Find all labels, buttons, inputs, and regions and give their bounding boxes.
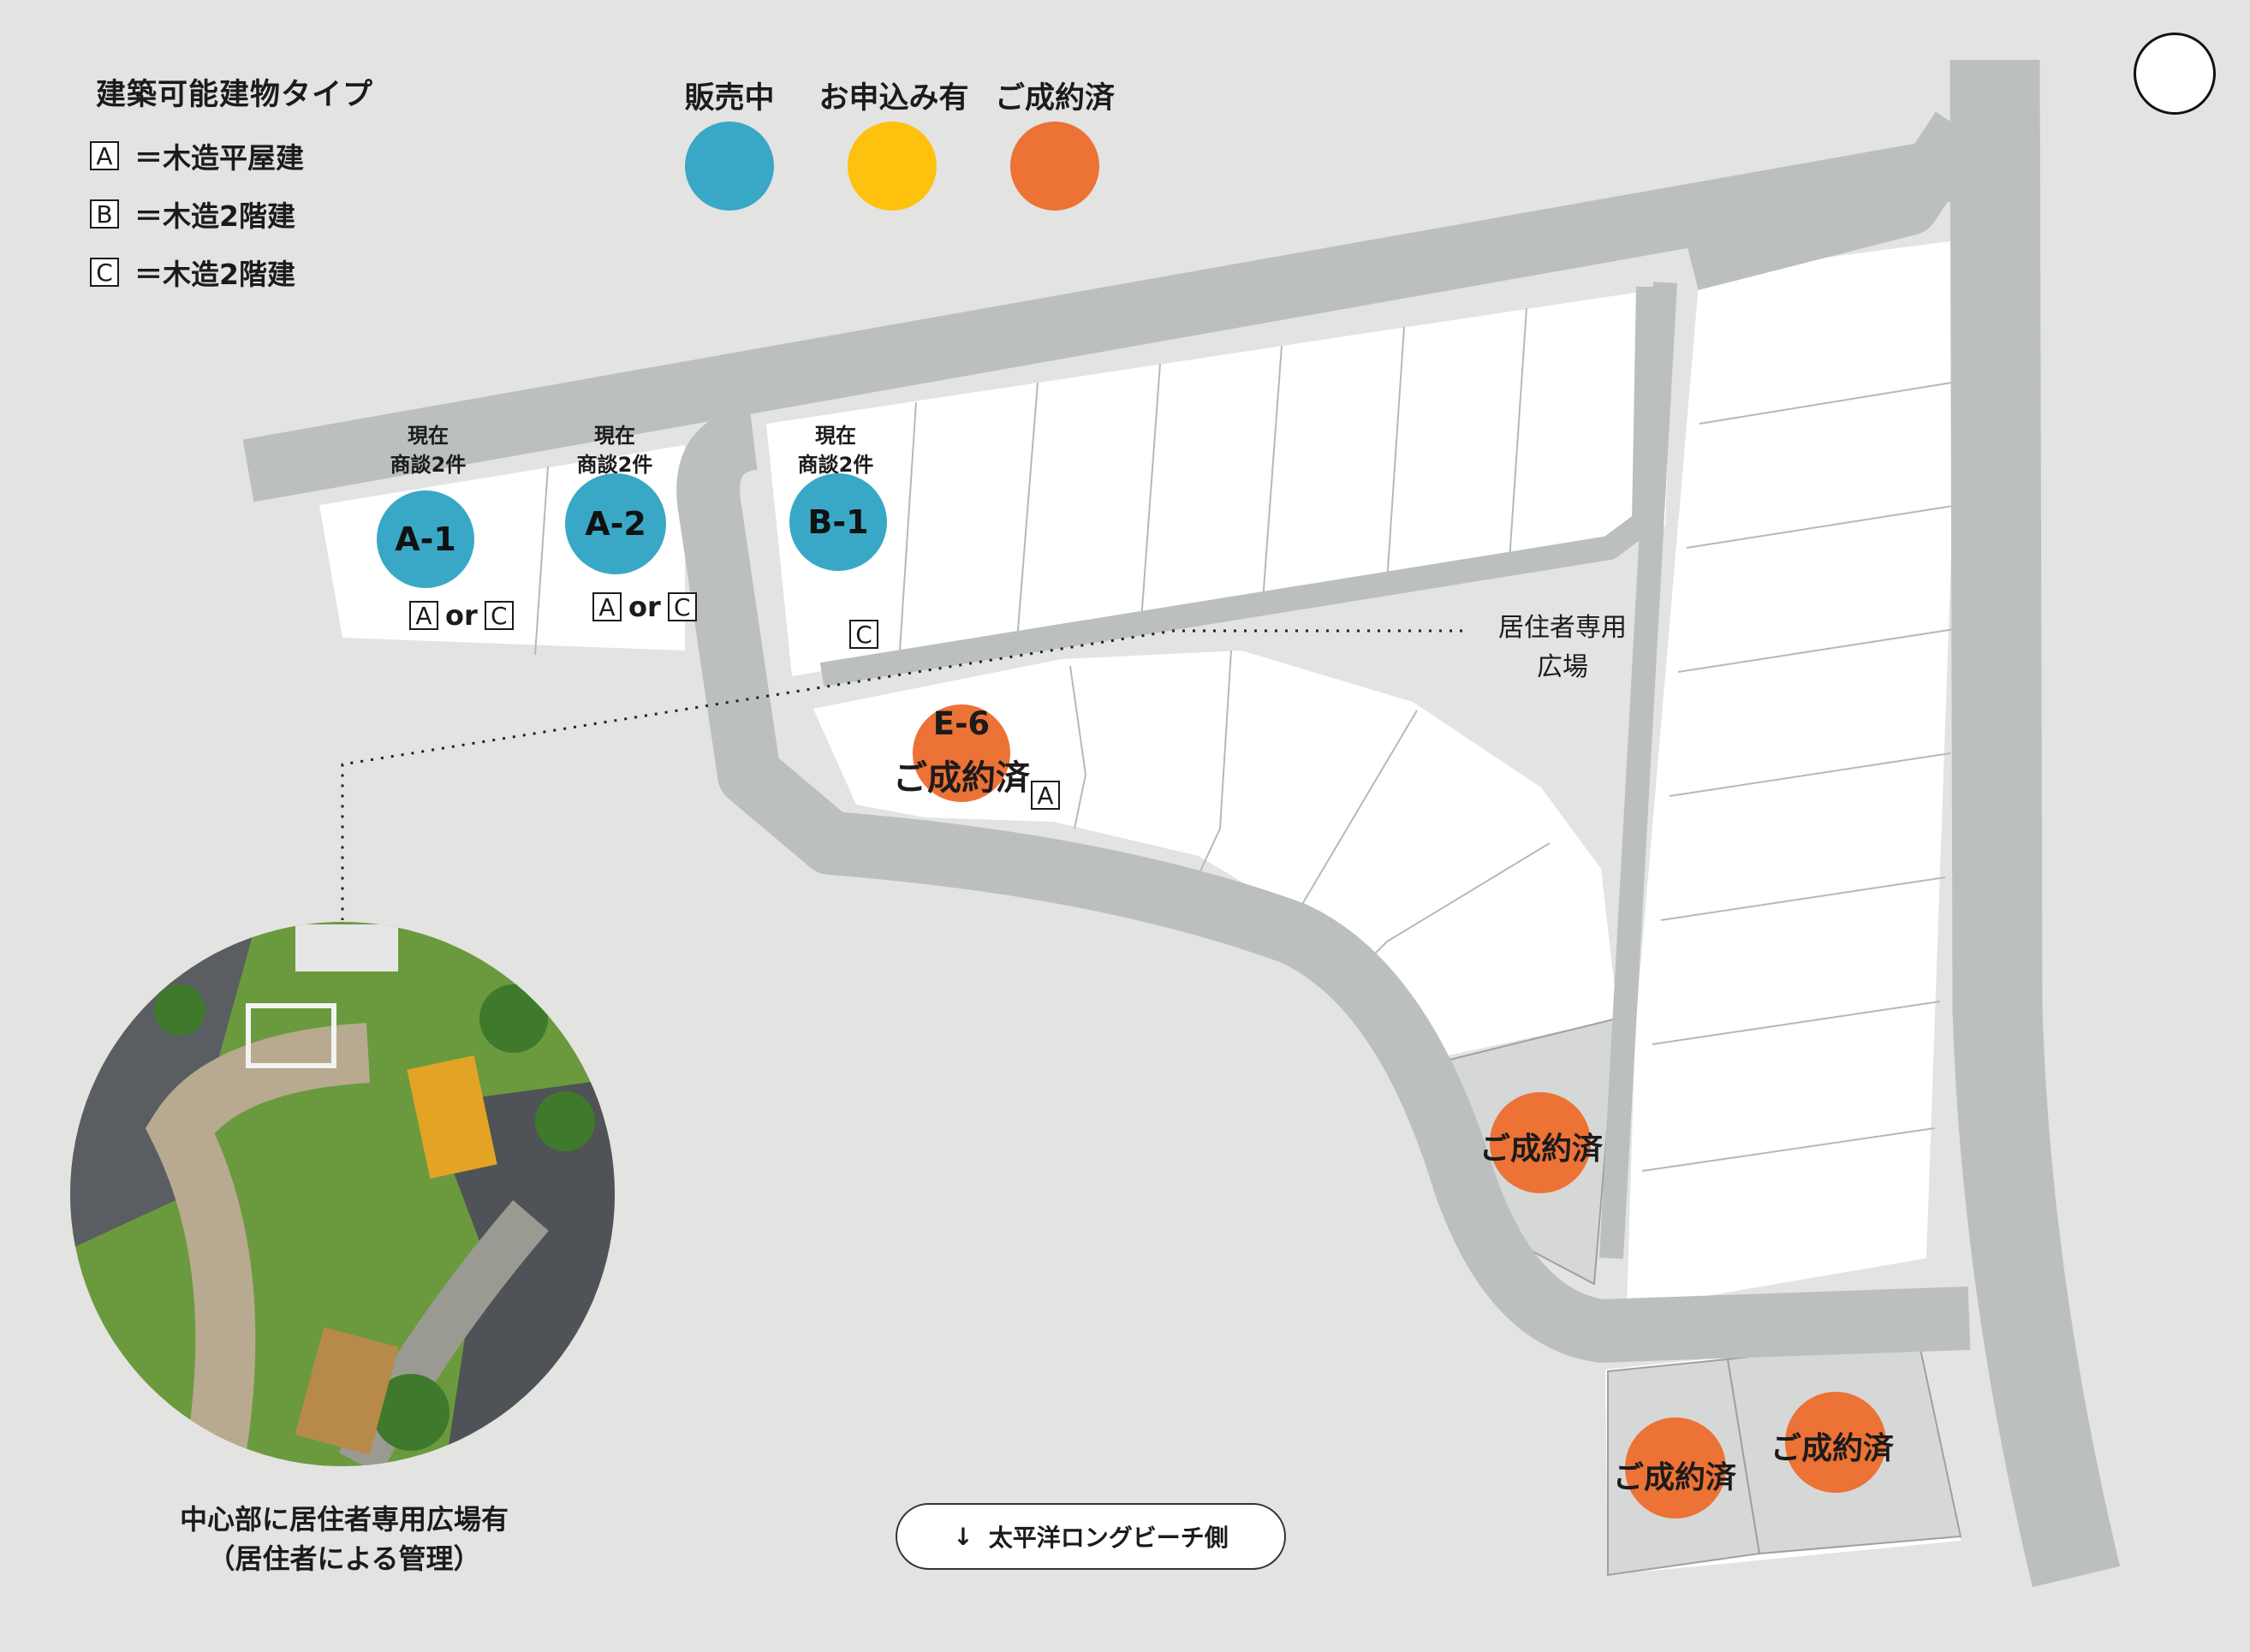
status-dot-available bbox=[685, 122, 774, 211]
north-arrow-icon bbox=[2134, 33, 2216, 115]
beach-direction-label: 太平洋ロングビーチ側 bbox=[988, 1524, 1229, 1552]
type-a-desc: ＝木造平屋建 bbox=[134, 141, 304, 175]
type-c-box: C bbox=[90, 258, 119, 287]
road-inner-north bbox=[819, 286, 1660, 686]
status-dot-sold bbox=[1010, 122, 1099, 211]
lot-b1-types: C bbox=[849, 620, 878, 649]
lot-a2-marker[interactable]: A-2 bbox=[565, 473, 666, 574]
type-b-box: B bbox=[90, 199, 119, 229]
lot-a1-types: A or C bbox=[409, 599, 514, 632]
lot-b1-negotiation: 現在 商談2件 bbox=[797, 424, 874, 477]
status-legend-available: 販売中 bbox=[684, 81, 775, 116]
lot-area-east bbox=[1627, 240, 1962, 1310]
resident-plaza-label: 居住者専用 広場 bbox=[1498, 613, 1627, 682]
road-north bbox=[242, 135, 1971, 502]
arrow-down-icon: ↓ bbox=[953, 1522, 973, 1551]
lot-b1-marker[interactable]: B-1 bbox=[789, 473, 887, 571]
type-b-desc: ＝木造2階建 bbox=[134, 199, 295, 233]
lot-a2-negotiation: 現在 商談2件 bbox=[576, 424, 653, 477]
legend-type-a: A ＝木造平屋建 bbox=[90, 135, 304, 176]
lot-e6-types: A bbox=[1031, 781, 1060, 810]
sold-lot-1-marker[interactable] bbox=[1490, 1092, 1591, 1193]
status-legend-sold: ご成約済 bbox=[994, 81, 1115, 116]
plaza-leader-line bbox=[341, 629, 1462, 920]
lot-e6-id: E-6 bbox=[932, 705, 991, 742]
building-type-legend-title: 建築可能建物タイプ bbox=[96, 78, 374, 112]
plaza-photo-caption: 中心部に居住者専用広場有 （居住者による管理） bbox=[179, 1503, 509, 1575]
sold-lot-2-label: ご成約済 bbox=[1612, 1460, 1737, 1495]
sold-lot-2-marker[interactable] bbox=[1625, 1417, 1726, 1518]
road-east bbox=[1949, 59, 2121, 1588]
type-c-desc: ＝木造2階建 bbox=[134, 258, 295, 291]
road-west-loop bbox=[676, 407, 1971, 1363]
lot-a1-negotiation: 現在 商談2件 bbox=[390, 424, 467, 477]
status-legend-applied: お申込み有 bbox=[818, 81, 969, 116]
legend-type-c: C ＝木造2階建 bbox=[90, 252, 295, 293]
lot-area-north-right bbox=[766, 287, 1674, 676]
lot-area-curve bbox=[813, 651, 1618, 1061]
lot-e6-status: ご成約済 bbox=[893, 758, 1030, 798]
lot-a2-types: A or C bbox=[592, 591, 697, 623]
legend-type-b: B ＝木造2階建 bbox=[90, 193, 295, 235]
lot-e6-marker[interactable] bbox=[913, 704, 1010, 802]
type-a-box: A bbox=[90, 141, 119, 170]
status-dot-applied bbox=[848, 122, 937, 211]
road-diagonal bbox=[1683, 111, 1986, 290]
beach-direction-button[interactable]: ↓ 太平洋ロングビーチ側 bbox=[896, 1503, 1286, 1570]
sold-lot-1-label: ご成約済 bbox=[1479, 1132, 1604, 1167]
lot-a1-marker[interactable]: A-1 bbox=[377, 490, 474, 588]
plaza-aerial-photo bbox=[70, 922, 615, 1466]
sold-lot-3-marker[interactable] bbox=[1785, 1392, 1886, 1493]
sold-lot-3-label: ご成約済 bbox=[1770, 1431, 1895, 1466]
